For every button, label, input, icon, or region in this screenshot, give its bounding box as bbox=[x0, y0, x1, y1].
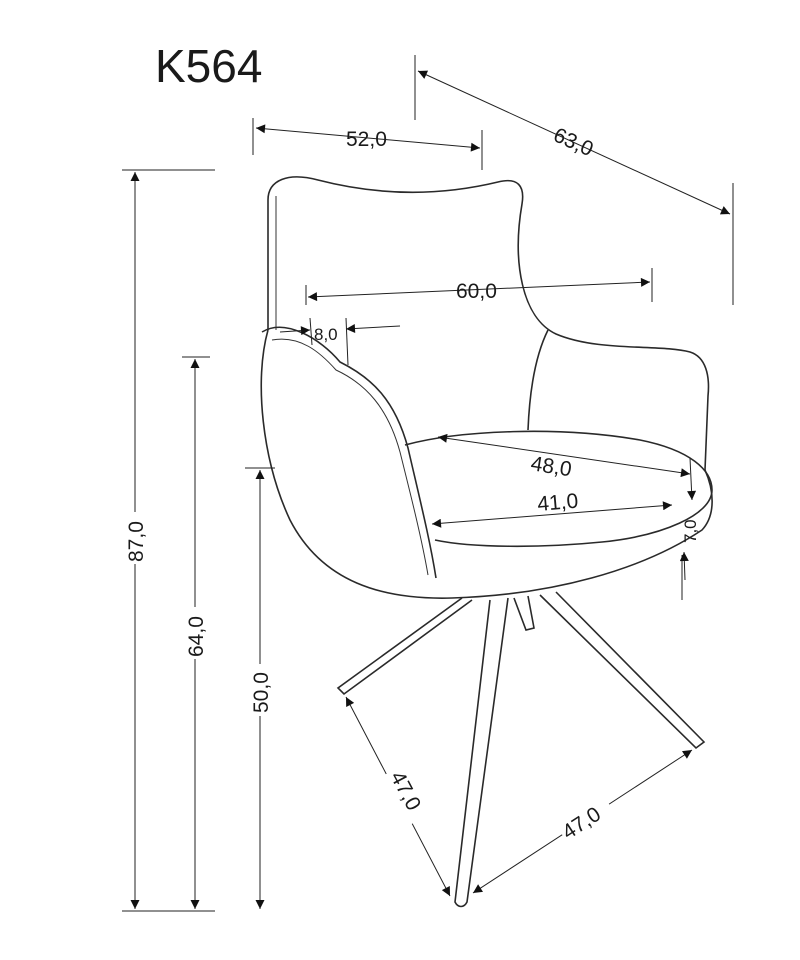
dim-line-60 bbox=[307, 277, 651, 302]
chair-leg-left bbox=[336, 597, 473, 696]
dim-label-63: 63,0 bbox=[550, 124, 597, 162]
model-title: K564 bbox=[155, 40, 262, 92]
dim-label-41: 41,0 bbox=[536, 490, 579, 516]
chair-seat bbox=[404, 430, 713, 548]
dim-line-8 bbox=[279, 326, 311, 336]
dim-line-8b bbox=[345, 324, 401, 333]
chair-armrest-right bbox=[527, 329, 549, 431]
dim-label-50: 50,0 bbox=[250, 672, 273, 713]
dim-line-41 bbox=[431, 501, 673, 528]
chair-body-outer bbox=[260, 329, 713, 599]
dim-label-48: 48,0 bbox=[529, 452, 573, 481]
dim-label-52: 52,0 bbox=[346, 128, 387, 151]
dim-line-7 bbox=[687, 457, 697, 501]
dim-label-7: 7,0 bbox=[681, 519, 700, 543]
chair-backrest bbox=[267, 176, 710, 471]
chair-arm-seam bbox=[271, 338, 429, 576]
dim-line-63 bbox=[417, 70, 731, 215]
chair-leg-front bbox=[454, 597, 509, 908]
chair-armrest-left bbox=[261, 326, 437, 579]
dim-label-8: 8,0 bbox=[314, 325, 338, 344]
chair-leg-back bbox=[513, 595, 535, 631]
dim-line-7b bbox=[679, 551, 689, 581]
dim-label-87: 87,0 bbox=[125, 521, 148, 562]
dim-label-60: 60,0 bbox=[456, 280, 497, 303]
dim-line-48 bbox=[437, 433, 691, 478]
dim-label-64: 64,0 bbox=[185, 616, 208, 657]
chair-leg-right bbox=[539, 591, 706, 750]
